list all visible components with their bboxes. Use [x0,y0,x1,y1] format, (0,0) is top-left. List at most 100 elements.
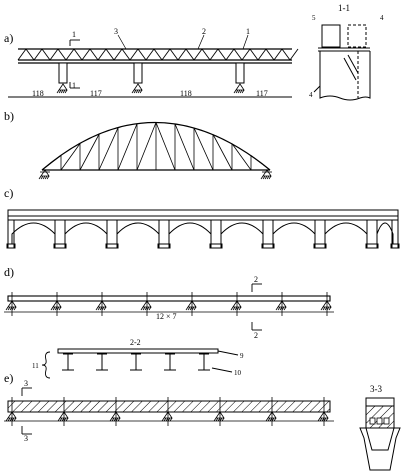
viaduct-footing [157,243,171,249]
panel-e-label: e) [4,371,13,385]
slab-support [5,411,17,422]
girder-support [320,300,332,311]
truss-diagonal [113,48,123,61]
truss-diagonal [265,48,275,61]
arch-truss [41,122,271,171]
arch-support-right [260,169,272,180]
panel-d: d) 12 × 7 2 2 2-2 9 10 11 [4,265,334,379]
truss-diagonal [217,48,227,61]
panel-b-label: b) [4,109,14,123]
i-beam [130,353,142,371]
span-text: 12 × 7 [156,312,177,321]
truss-diagonal [81,48,91,61]
truss-diagonal [105,48,115,61]
truss-diagonal [273,48,283,61]
truss-diagonal [97,48,107,61]
viaduct-footing [365,243,379,249]
truss-diagonal [121,48,131,61]
truss-diagonal [65,48,75,61]
slab-bridge [4,397,334,426]
arch-support-left [38,169,50,180]
section-mark-2-bottom: 2 [254,331,258,340]
truss-diagonal [145,48,155,61]
panel-a-label: a) [4,31,13,45]
arch-diagonal [193,127,214,171]
girder-support [140,300,152,311]
panel-b-supports [38,169,272,180]
truss-diagonal [177,48,187,61]
arch-diagonal [136,122,157,171]
pier-section [319,51,371,101]
i-beam [62,353,74,371]
slab-support [109,411,121,422]
section-marker-3-3 [21,387,32,435]
viaduct-arch [220,222,264,244]
girder-support [185,300,197,311]
panel-e: e) 3 3 3-3 [4,371,401,471]
arch-diagonal [174,123,195,171]
section-mark-3-bottom: 3 [24,434,28,443]
arch-diagonal [41,155,62,171]
continuous-girder [4,292,334,316]
viaduct-footing [105,243,119,249]
panel-c-label: c) [4,186,13,200]
arch-diagonal [212,134,233,171]
section-mark-bottom: 1 [72,81,76,90]
callout-10: 10 [234,369,242,377]
arch-viaduct [6,209,400,249]
truss-diagonal [209,48,219,61]
viaduct-footing [313,243,327,249]
girder-support [230,300,242,311]
panel-c: c) [4,186,400,249]
deck-slab [57,348,219,354]
truss-diagonal [129,48,139,61]
truss-diagonal [241,48,251,61]
span-labels: 118 117 118 117 [32,89,268,98]
girder-support [95,300,107,311]
truss-diagonal [25,48,35,61]
truss-diagonal [49,48,59,61]
truss-diagonal [161,48,171,61]
cross-section-2-2: 2-2 9 10 11 [32,338,244,379]
truss-diagonal [185,48,195,61]
viaduct-arch [64,222,108,244]
pier-foundation-support [56,83,68,94]
pier-2 [133,62,143,84]
viaduct-arch [116,222,160,244]
panel-d-label: d) [4,265,14,279]
truss-diagonal [281,48,291,61]
viaduct-footing [209,243,223,249]
cross-section-1-1: 1-1 5 4 4 [309,3,384,101]
callout-leaders [117,34,249,50]
truss-diagonal [17,48,27,61]
i-beam [198,353,210,371]
span-label-3: 118 [180,89,192,98]
truss-diagonal [257,48,267,61]
i-beam [96,353,108,371]
slab-support [57,411,69,422]
i-beam [164,353,176,371]
viaduct-arch [376,222,394,244]
span-label-4: 117 [256,89,268,98]
arch-diagonal [79,134,100,171]
section-title-2-2: 2-2 [130,338,141,347]
pier-3 [235,62,245,84]
section-marker-2-2 [251,283,262,331]
panel-a-supports [56,83,245,94]
slab-support [265,411,277,422]
span-label-1: 118 [32,89,44,98]
section-mark-3-top: 3 [24,379,28,388]
girder-support [50,300,62,311]
pier-1 [58,62,68,84]
cross-section-3-3: 3-3 [359,384,401,471]
slab-support [317,411,329,422]
pier-foundation-support [131,83,143,94]
viaduct-footing [261,243,275,249]
callout-3: 3 [114,27,118,36]
truss-diagonal [249,48,259,61]
arch-diagonal [155,122,176,171]
viaduct-arch [11,222,56,244]
panel-b: b) [4,109,272,173]
arch-diagonal [250,155,271,171]
